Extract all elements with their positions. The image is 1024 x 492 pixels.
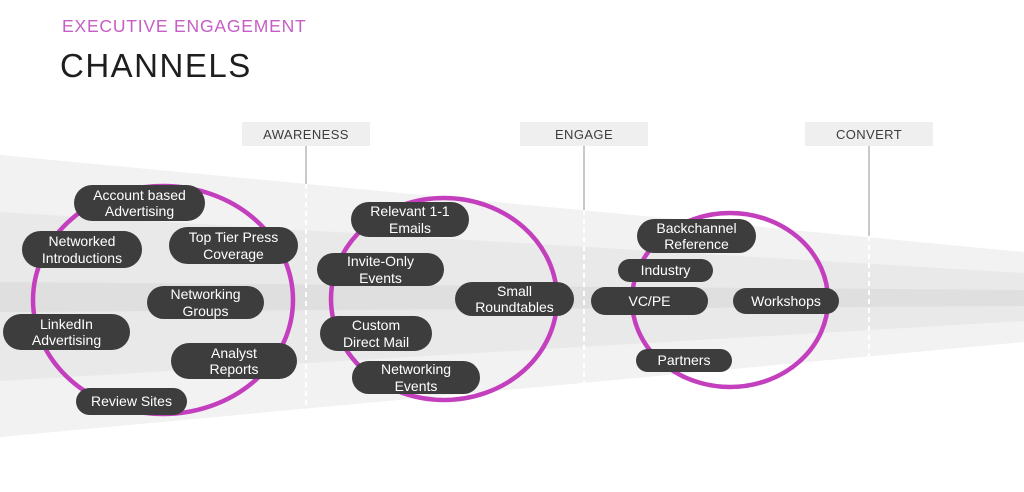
channel-pill-vc-pe: VC/PE xyxy=(591,287,708,315)
channel-pill-industry: Industry xyxy=(618,259,713,282)
page-title: CHANNELS xyxy=(60,47,252,84)
stage-header-convert: CONVERT xyxy=(805,122,933,146)
channel-pill-invite-only-events: Invite-Only Events xyxy=(317,253,444,286)
page-eyebrow-title: EXECUTIVE ENGAGEMENT xyxy=(62,16,307,36)
channel-pill-account-based-advertising: Account based Advertising xyxy=(74,185,205,221)
channel-pill-small-roundtables: Small Roundtables xyxy=(455,282,574,316)
channel-pill-custom-direct-mail: Custom Direct Mail xyxy=(320,316,432,351)
channel-pill-linkedin-advertising: LinkedIn Advertising xyxy=(3,314,130,350)
channel-pill-partners: Partners xyxy=(636,349,732,372)
channel-pill-backchannel-reference: Backchannel Reference xyxy=(637,219,756,253)
channel-pill-analyst-reports: Analyst Reports xyxy=(171,343,297,379)
channel-pill-workshops: Workshops xyxy=(733,288,839,314)
channel-pill-networking-groups: Networking Groups xyxy=(147,286,264,319)
channel-pill-networking-events: Networking Events xyxy=(352,361,480,394)
channel-pill-relevant-1-1-emails: Relevant 1-1 Emails xyxy=(351,202,469,237)
stage-header-engage: ENGAGE xyxy=(520,122,648,146)
channel-pill-networked-introductions: Networked Introductions xyxy=(22,231,142,268)
channel-pill-review-sites: Review Sites xyxy=(76,388,187,415)
stage-header-awareness: AWARENESS xyxy=(242,122,370,146)
channel-pill-top-tier-press-coverage: Top Tier Press Coverage xyxy=(169,227,298,264)
